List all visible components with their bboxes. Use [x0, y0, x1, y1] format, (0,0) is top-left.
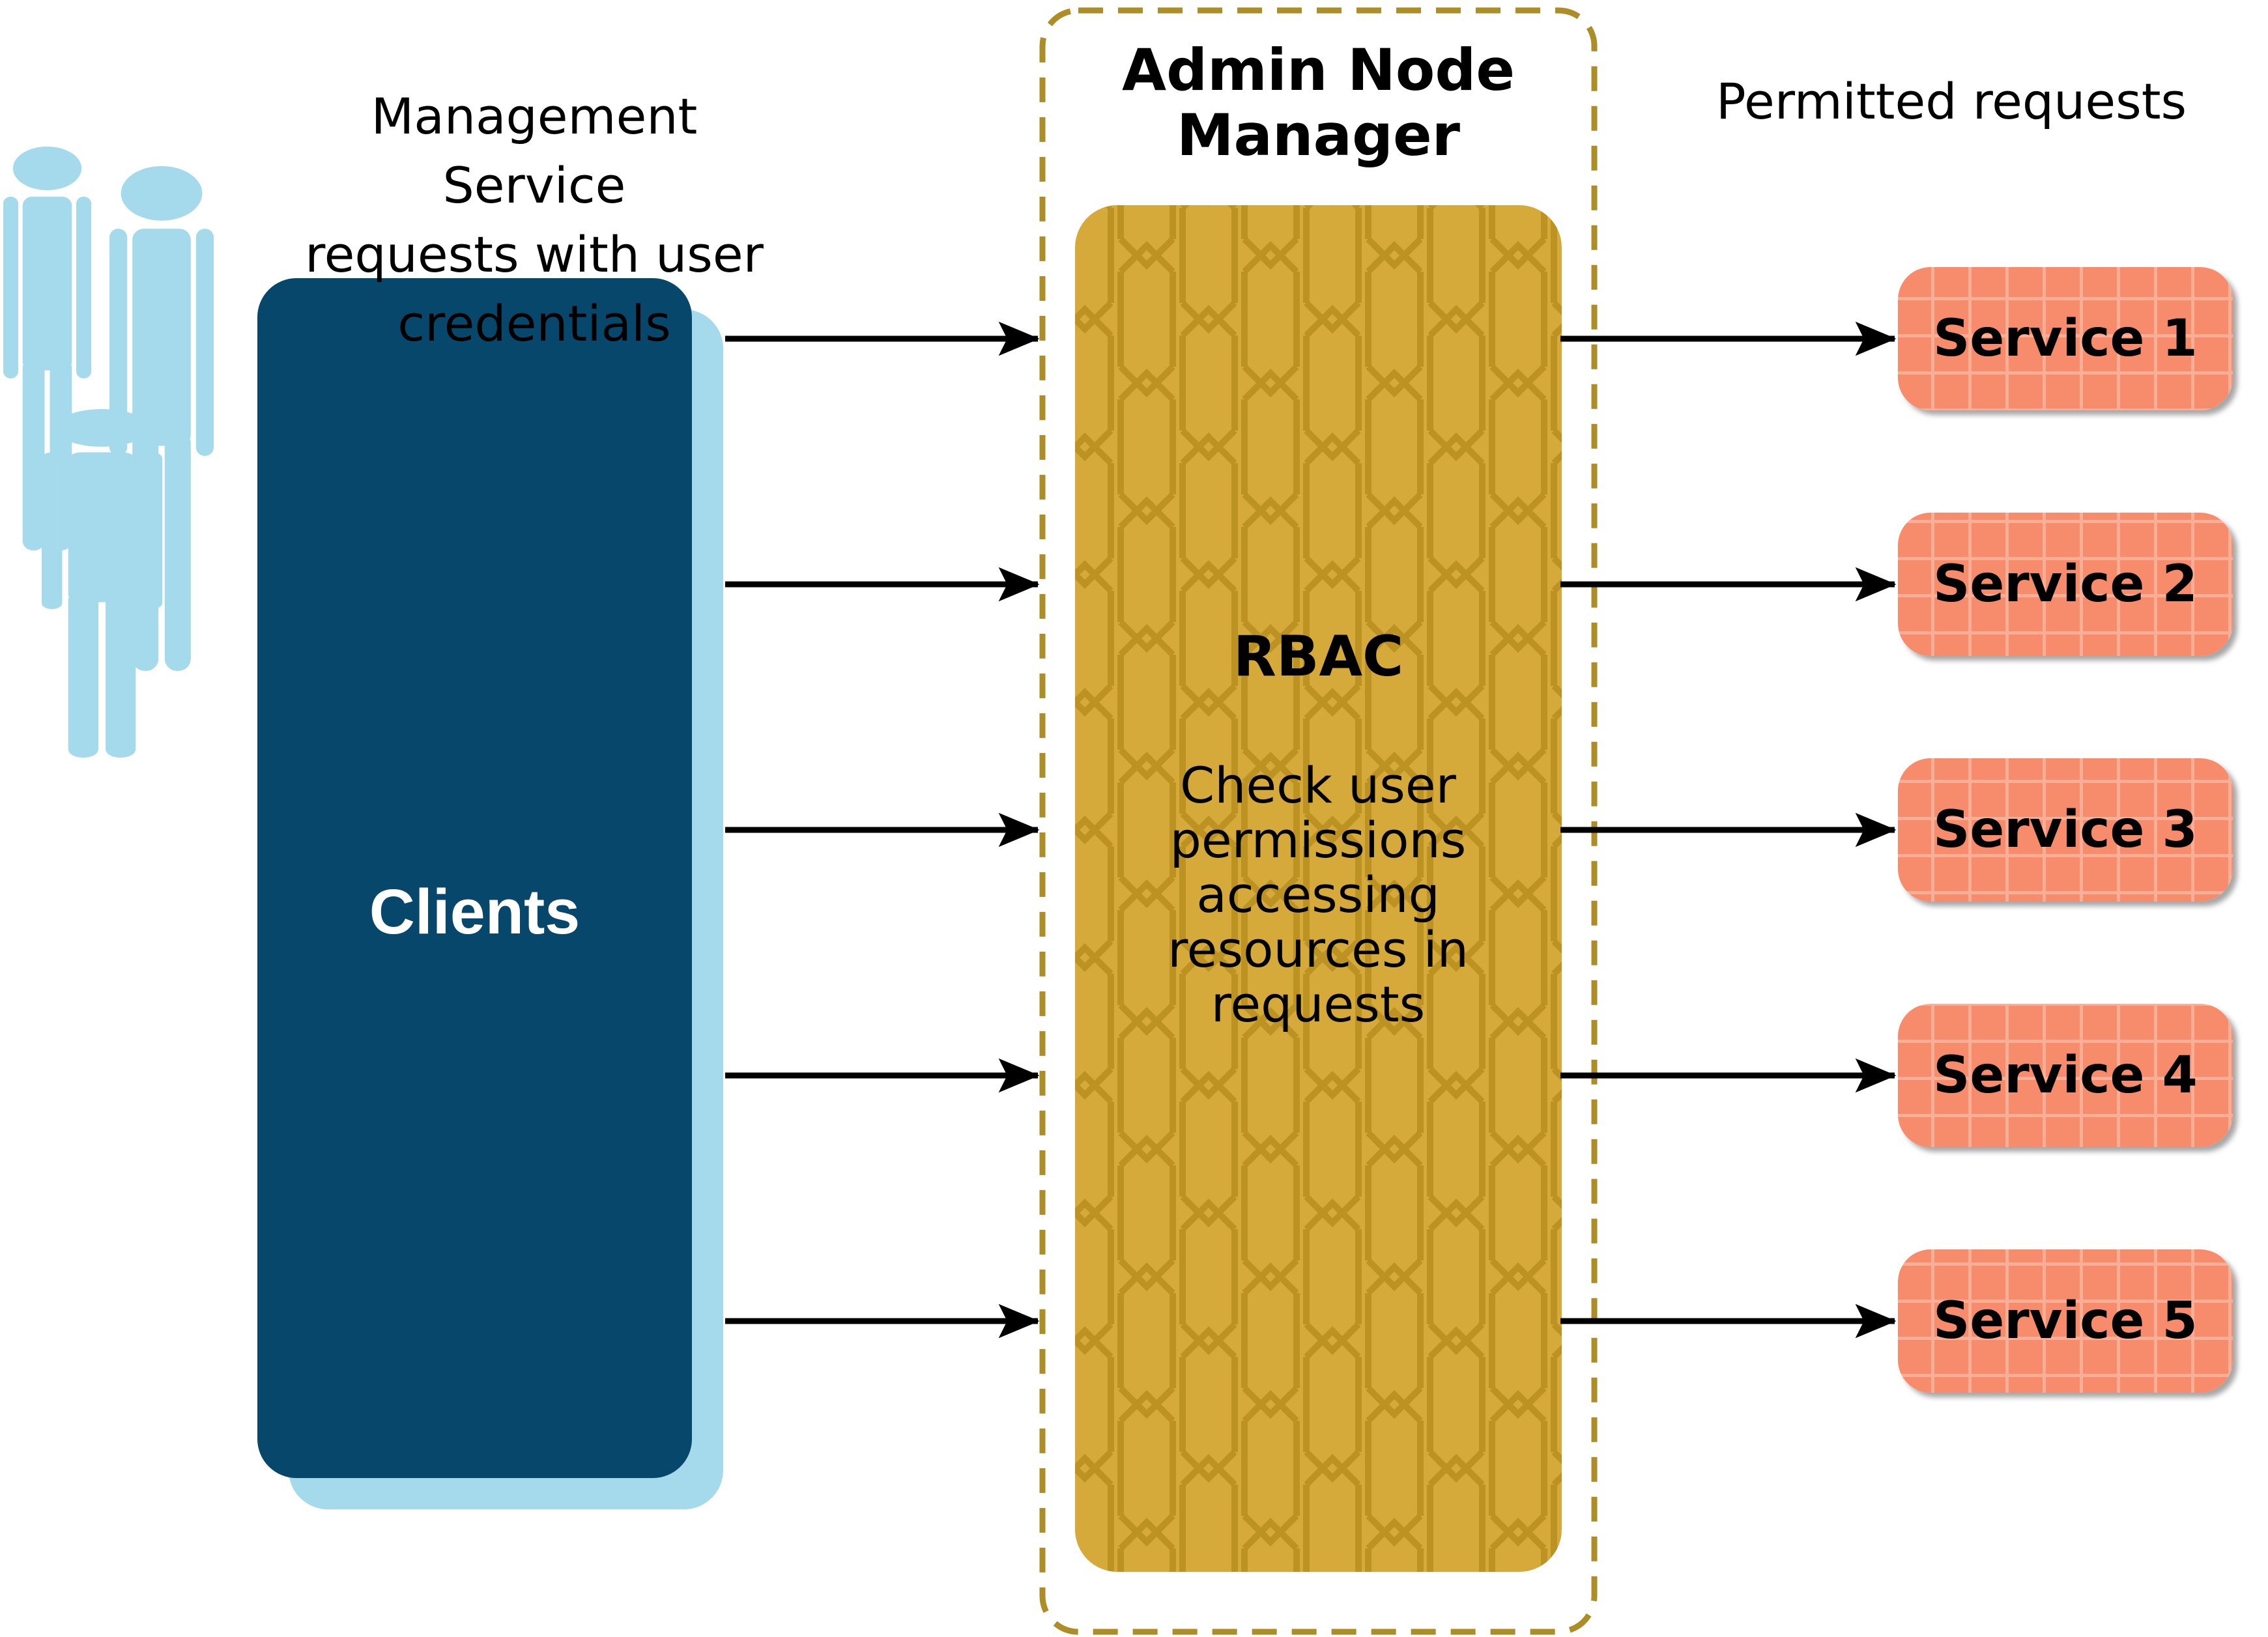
service-3-label: Service 3 — [1933, 801, 2198, 859]
rbac-heading: RBAC — [1233, 624, 1404, 689]
service-4-box — [1898, 1004, 2233, 1147]
service-4-label: Service 4 — [1933, 1046, 2198, 1105]
service-2-box — [1898, 513, 2233, 656]
admin-node-manager-title: Admin Node Manager — [1121, 36, 1515, 169]
person-icon — [42, 409, 162, 758]
clients-box — [257, 278, 692, 1478]
management-requests-caption: Management Service requests with user cr… — [305, 87, 764, 352]
service-3-box — [1898, 758, 2233, 902]
permitted-requests-caption: Permitted requests — [1715, 72, 2187, 130]
service-5-label: Service 5 — [1933, 1292, 2198, 1350]
admin-node-manager-container — [1039, 7, 1598, 1635]
service-2-label: Service 2 — [1933, 555, 2198, 614]
service-5-box — [1898, 1249, 2233, 1393]
service-1-box — [1898, 267, 2233, 410]
service-1-label: Service 1 — [1933, 309, 2198, 368]
rbac-box — [1075, 205, 1562, 1572]
users-icon — [3, 147, 214, 758]
clients-box-label: Clients — [369, 876, 581, 947]
rbac-description: Check user permissions accessing resourc… — [1168, 756, 1469, 1033]
